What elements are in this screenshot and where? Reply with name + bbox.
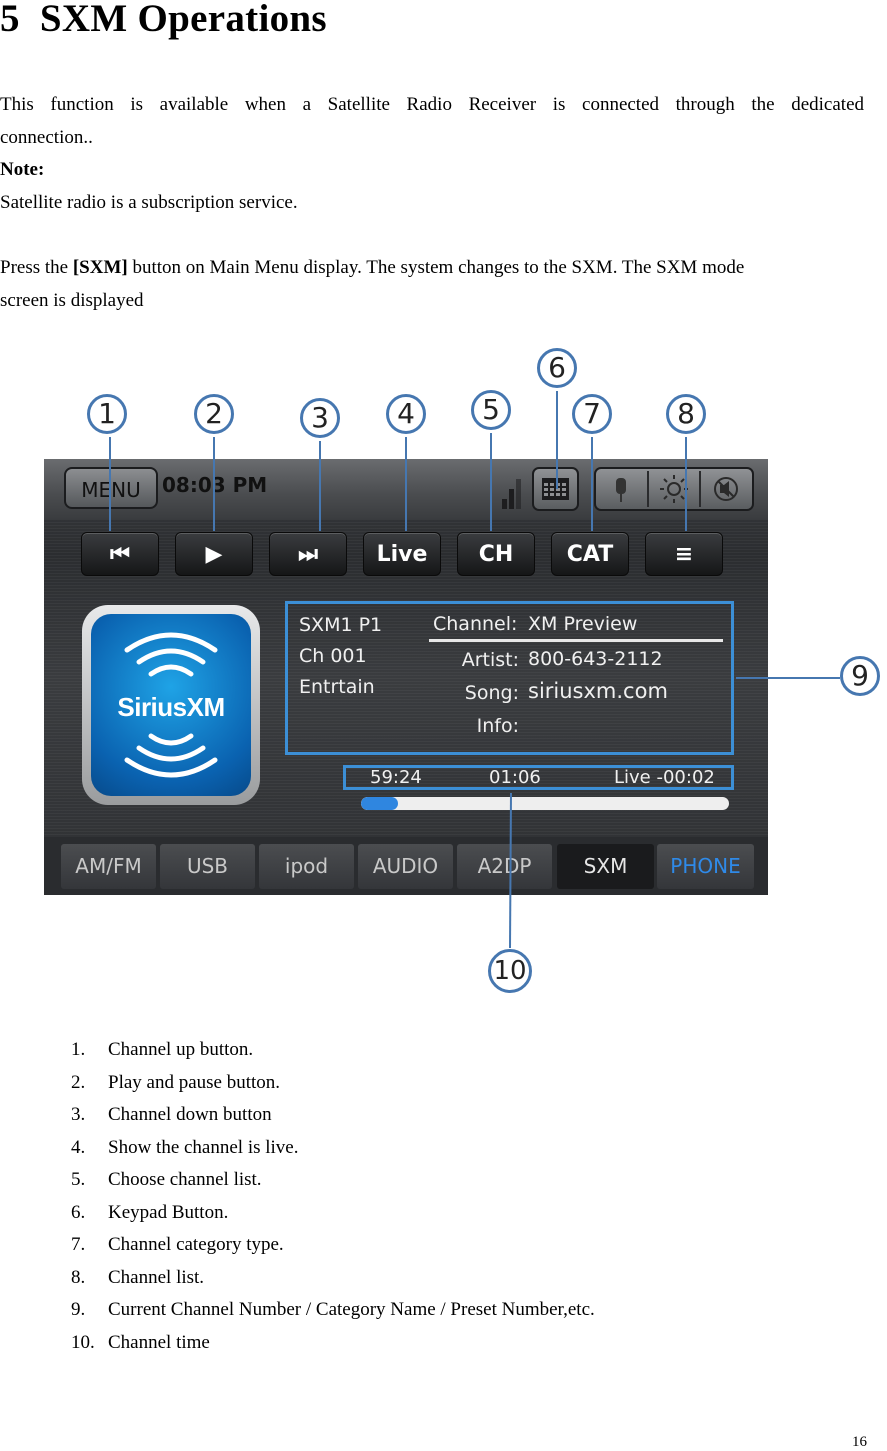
legend-item: 4.Show the channel is live. xyxy=(71,1136,299,1158)
legend-item: 5.Choose channel list. xyxy=(71,1169,262,1190)
source-phone[interactable]: PHONE xyxy=(657,844,754,889)
cat-button[interactable]: CAT xyxy=(551,532,629,576)
section-number: 5 xyxy=(0,0,20,40)
source-a2dp[interactable]: A2DP xyxy=(457,844,552,889)
legend-item: 2.Play and pause button. xyxy=(71,1071,281,1093)
callout-2: 2 xyxy=(194,394,234,434)
press-before: Press the xyxy=(0,257,73,278)
note-label: Note: xyxy=(0,159,45,180)
channel-time-box xyxy=(343,765,734,790)
channel-down-button[interactable]: ⏭ xyxy=(269,532,347,576)
callout-10: 10 xyxy=(488,949,532,993)
keypad-button[interactable] xyxy=(532,467,579,511)
press-instruction-line-2: screen is displayed xyxy=(0,290,144,311)
source-sxm[interactable]: SXM xyxy=(557,844,654,889)
legend-item: 6.Keypad Button. xyxy=(71,1201,229,1223)
page-number: 16 xyxy=(852,1434,867,1450)
title-underline xyxy=(429,639,723,642)
siriusxm-logo: SiriusXM xyxy=(82,605,260,805)
source-am-fm[interactable]: AM/FM xyxy=(61,844,156,889)
elapsed-time: 59:24 xyxy=(370,767,422,788)
section-heading: 5 SXM Operations xyxy=(0,0,327,41)
channel-number: Ch 001 xyxy=(299,645,367,667)
channel-up-button[interactable]: ⏮ xyxy=(81,532,159,576)
live-offset: Live -00:02 xyxy=(614,767,715,788)
legend-item: 9.Current Channel Number / Category Name… xyxy=(71,1299,595,1320)
signal-waves-icon xyxy=(124,632,218,778)
press-instruction: Press the [SXM] button on Main Menu disp… xyxy=(0,252,744,284)
microphone-icon xyxy=(616,478,626,502)
logo-text: SiriusXM xyxy=(117,692,225,722)
progress-fill xyxy=(361,797,398,810)
preset-number: SXM1 P1 xyxy=(299,614,383,636)
live-button[interactable]: Live xyxy=(363,532,441,576)
artist-label: Artist: xyxy=(461,649,519,671)
position-time: 01:06 xyxy=(489,767,541,788)
intro-line-2: connection.. xyxy=(0,127,93,148)
brightness-icon xyxy=(660,475,688,503)
callout-legend: 1.Channel up button. 2.Play and pause bu… xyxy=(71,1034,595,1359)
callout-9: 9 xyxy=(840,656,880,696)
signal-strength-icon xyxy=(502,475,526,509)
top-icons xyxy=(616,471,738,507)
callout-6: 6 xyxy=(537,348,577,388)
play-pause-button[interactable]: ▶ xyxy=(175,532,253,576)
press-after: button on Main Menu display. The system … xyxy=(127,257,745,278)
info-label: Info: xyxy=(476,715,519,737)
legend-item: 10.Channel time xyxy=(71,1331,210,1353)
callout-3: 3 xyxy=(300,398,340,438)
mute-icon xyxy=(714,477,738,501)
source-bar: AM/FM USB ipod AUDIO A2DP SXM PHONE xyxy=(44,837,768,895)
source-ipod[interactable]: ipod xyxy=(259,844,354,889)
section-title: SXM Operations xyxy=(39,0,327,40)
channel-label: Channel: xyxy=(433,613,518,635)
callout-1: 1 xyxy=(87,394,127,434)
legend-item: 3.Channel down button xyxy=(71,1104,272,1125)
legend-item: 8.Channel list. xyxy=(71,1266,205,1288)
legend-item: 1.Channel up button. xyxy=(71,1039,254,1060)
channel-value: XM Preview xyxy=(528,613,638,635)
song-value: siriusxm.com xyxy=(528,679,668,703)
song-label: Song: xyxy=(464,682,519,704)
source-usb[interactable]: USB xyxy=(160,844,255,889)
intro-line-1: This function is available when a Satell… xyxy=(0,94,864,115)
callout-8: 8 xyxy=(666,394,706,434)
legend-item: 7.Channel category type. xyxy=(71,1234,284,1255)
ch-button[interactable]: CH xyxy=(457,532,535,576)
source-audio[interactable]: AUDIO xyxy=(358,844,453,889)
sxm-button-ref: [SXM] xyxy=(72,257,128,278)
callout-7: 7 xyxy=(572,394,612,434)
callout-4: 4 xyxy=(386,394,426,434)
artist-value: 800-643-2112 xyxy=(528,648,663,670)
category-name: Entrtain xyxy=(299,676,375,698)
channel-list-button[interactable]: ≡ xyxy=(645,532,723,576)
progress-bar[interactable] xyxy=(361,797,729,810)
callout-5: 5 xyxy=(471,390,511,430)
sxm-screen: MENU 08:03 PM ⏮ ▶ xyxy=(44,459,768,895)
top-icon-group xyxy=(594,467,754,511)
channel-info-box xyxy=(285,601,734,755)
note-text: Satellite radio is a subscription servic… xyxy=(0,192,298,213)
